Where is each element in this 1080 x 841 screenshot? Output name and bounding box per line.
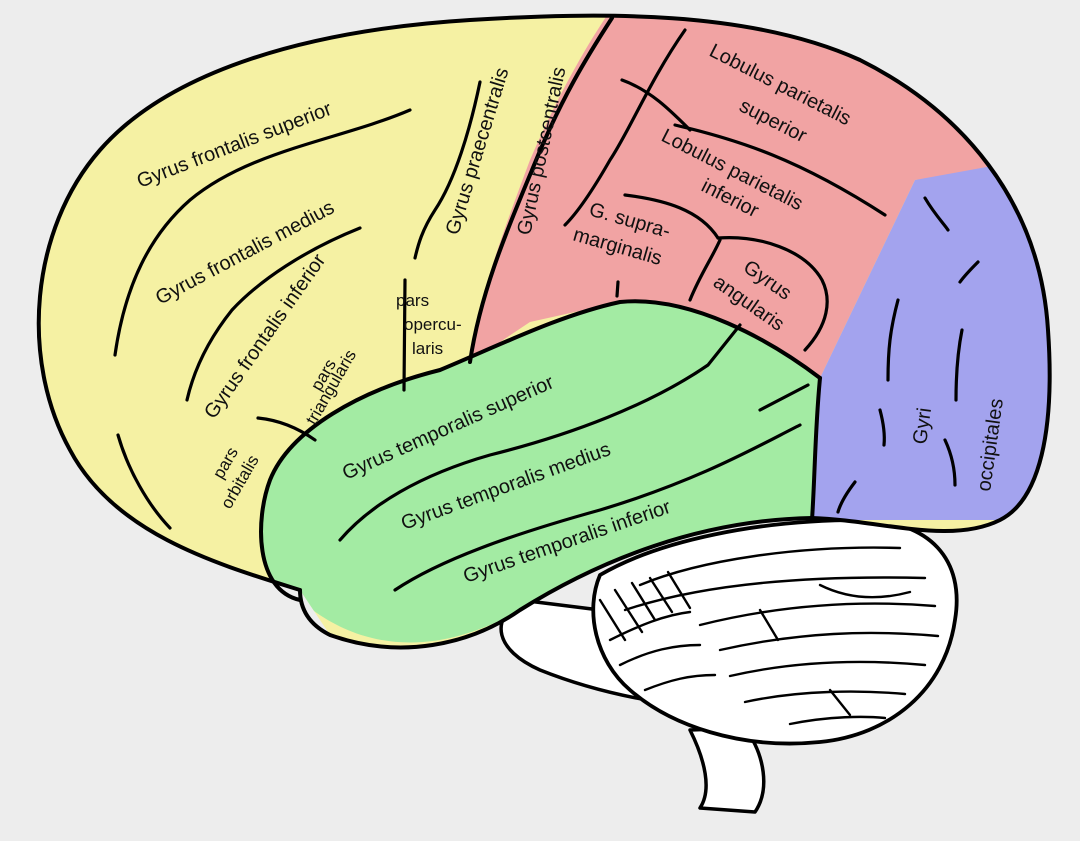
lobe-boundaries	[259, 16, 822, 602]
cerebellum-outline	[591, 518, 959, 746]
label-pars-opercularis-1: pars	[396, 291, 429, 310]
cerebellum-folia	[598, 546, 940, 726]
cerebellum	[591, 518, 959, 746]
sulci	[113, 28, 980, 592]
label-gyri-occipitales-1: Gyri	[909, 406, 936, 445]
temporal-lobe	[261, 301, 820, 643]
cerebrum-outline	[36, 13, 1052, 650]
occipital-lobe	[812, 150, 1050, 520]
label-pars-opercularis-2: opercu-	[404, 315, 462, 334]
label-pars-opercularis-3: laris	[412, 339, 443, 358]
